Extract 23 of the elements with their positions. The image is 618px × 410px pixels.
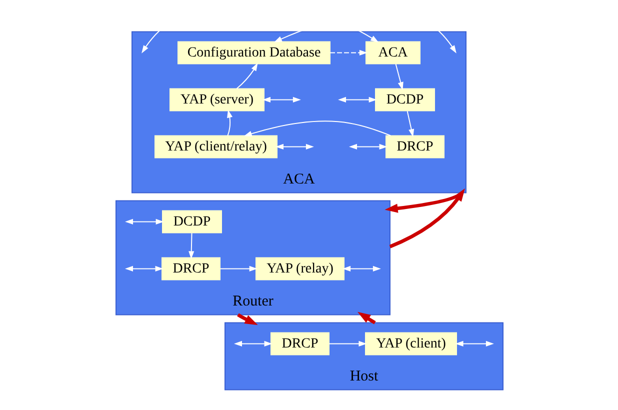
node-box: DRCP xyxy=(385,135,444,158)
node-box: DCDP xyxy=(374,88,434,112)
node-box: Configuration Database xyxy=(177,41,330,64)
arrow xyxy=(236,62,258,90)
node-box: YAP (client) xyxy=(364,332,456,356)
arrow xyxy=(188,232,194,260)
node-box: DRCP xyxy=(161,257,220,280)
node-box: YAP (client/relay) xyxy=(154,135,277,158)
node-box: DRCP xyxy=(270,332,329,356)
arrow xyxy=(394,64,403,90)
arrow xyxy=(328,340,366,347)
node-box: ACA xyxy=(365,41,420,64)
arrow xyxy=(406,110,414,138)
arrow xyxy=(388,188,464,248)
node-box: DCDP xyxy=(162,210,222,234)
node-box: YAP (relay) xyxy=(255,257,344,280)
arrow xyxy=(329,50,367,56)
arrow xyxy=(226,110,232,136)
arrow xyxy=(236,313,258,326)
arrow xyxy=(357,312,376,324)
arrow xyxy=(243,120,391,136)
arrow xyxy=(219,266,257,272)
node-box: YAP (server) xyxy=(169,88,264,112)
